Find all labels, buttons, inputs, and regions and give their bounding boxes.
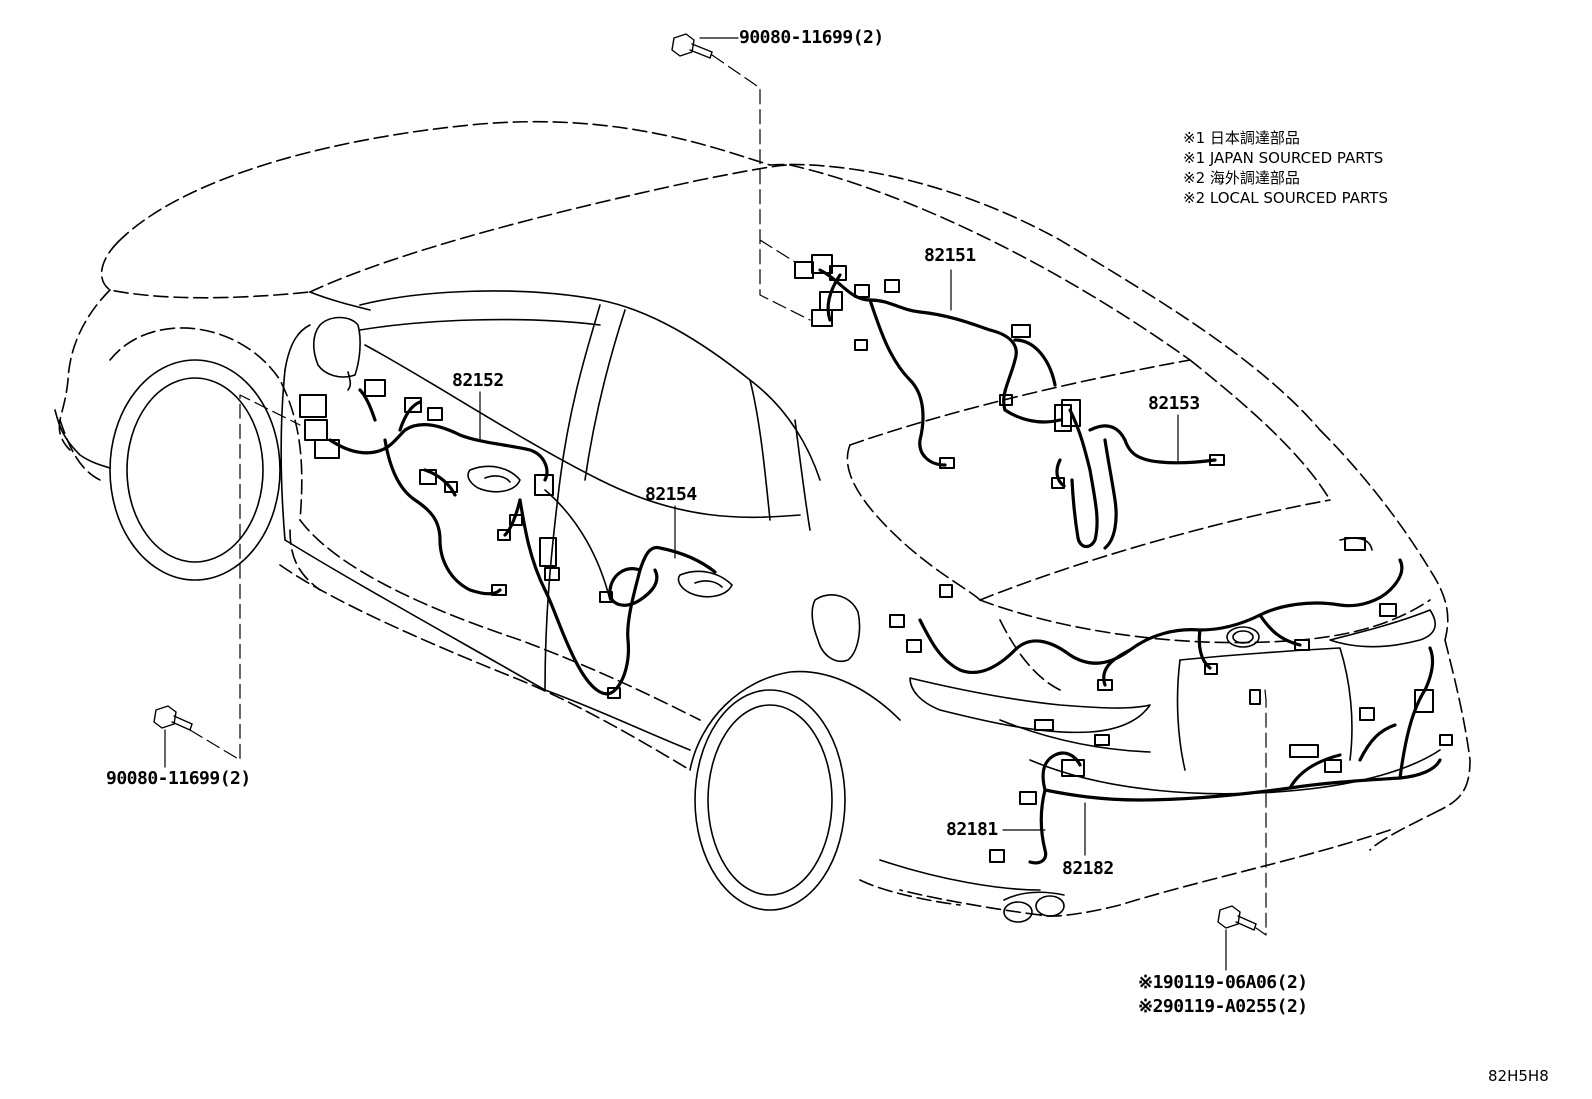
- harness-82182-connectors: [889, 537, 1453, 773]
- harness-82154-connectors: [497, 514, 621, 699]
- part-number-82181: 82181: [946, 819, 998, 840]
- part-number-82154: 82154: [645, 484, 697, 505]
- harness-82151: [818, 268, 1062, 467]
- part-number-82151: 82151: [924, 245, 976, 266]
- bolt-icon-left: [153, 705, 193, 731]
- harness-82152: [328, 388, 549, 596]
- car-body-outline: [58, 120, 1471, 917]
- car-body-solid: [54, 290, 1441, 923]
- legend-line: ※1 日本調達部品: [1183, 129, 1300, 147]
- part-number-bolt-left: 90080-11699(2): [106, 768, 251, 789]
- harness-82182: [918, 558, 1442, 802]
- harness-82152-connectors: [299, 379, 554, 596]
- callout-leaders: [164, 37, 1227, 971]
- part-number-82152: 82152: [452, 370, 504, 391]
- harness-82153-connectors: [1051, 399, 1225, 489]
- legend-line: ※1 JAPAN SOURCED PARTS: [1183, 149, 1384, 167]
- part-number-82182: 82182: [1062, 858, 1114, 879]
- bolt-icon-rear: [1217, 905, 1257, 931]
- legend-line: ※2 LOCAL SOURCED PARTS: [1183, 189, 1388, 207]
- harness-82151-connectors: [794, 254, 1072, 469]
- harness-82154: [503, 498, 717, 696]
- bolt-icon-top: [671, 33, 713, 59]
- dashed-leaders: [189, 54, 1267, 936]
- diagram-id: 82H5H8: [1488, 1067, 1549, 1085]
- part-number-bolt-top: 90080-11699(2): [739, 27, 884, 48]
- harness-82181-connectors: [989, 759, 1085, 863]
- part-number-bolt-rear-local: ※290119-A0255(2): [1138, 996, 1308, 1017]
- legend-line: ※2 海外調達部品: [1183, 169, 1300, 187]
- harness-82181: [1028, 751, 1082, 865]
- sourcing-legend: ※1 日本調達部品 ※1 JAPAN SOURCED PARTS ※2 海外調達…: [1183, 128, 1388, 208]
- harness-82153: [1055, 408, 1217, 550]
- part-number-82153: 82153: [1148, 393, 1200, 414]
- part-number-bolt-rear-japan: ※190119-06A06(2): [1138, 972, 1308, 993]
